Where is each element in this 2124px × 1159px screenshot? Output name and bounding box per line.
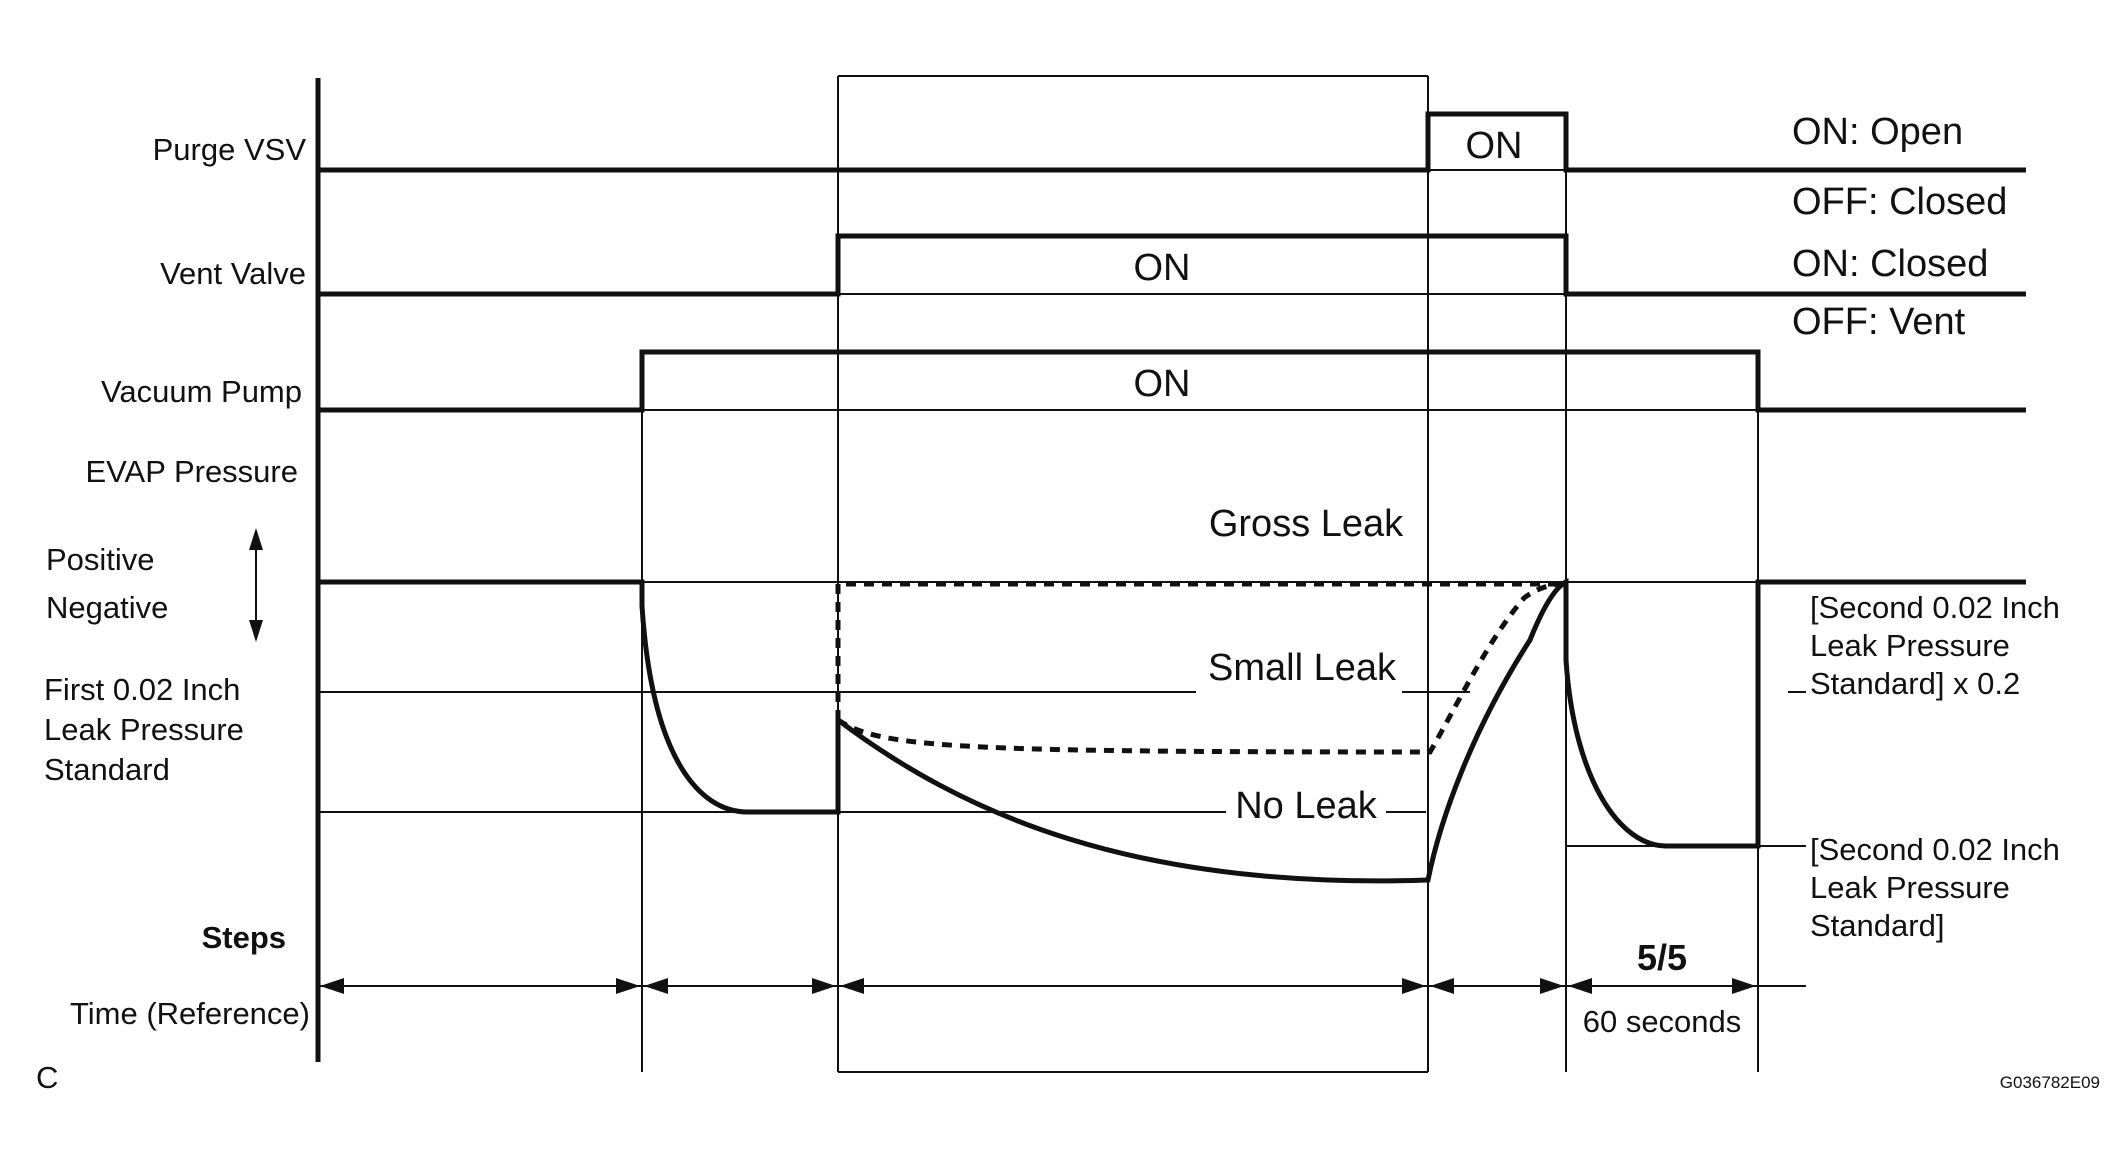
- vent-valve-legend-off: OFF: Vent: [1792, 301, 1966, 343]
- vent-valve-trace: [318, 233, 2026, 297]
- vacuum-pump-trace: [318, 349, 2026, 413]
- vent-valve-label: Vent Valve: [160, 256, 306, 291]
- small-leak-pressure-curve: [836, 581, 1567, 755]
- time-arrows: [320, 978, 1756, 994]
- purge-vsv-on-text: ON: [1466, 125, 1523, 167]
- gross-leak-label: Gross Leak: [1209, 503, 1404, 545]
- positive-label: Positive: [46, 542, 155, 577]
- negative-label: Negative: [46, 590, 168, 625]
- first-standard-line1: First 0.02 Inch: [44, 672, 240, 707]
- purge-vsv-legend-off: OFF: Closed: [1792, 181, 2007, 223]
- first-standard-line3: Standard: [44, 752, 170, 787]
- vent-valve-on-text: ON: [1134, 247, 1191, 289]
- purge-vsv-label: Purge VSV: [153, 132, 307, 167]
- figure-code: G036782E09: [2000, 1073, 2100, 1092]
- first-standard-line2: Leak Pressure: [44, 712, 244, 747]
- figure-letter: C: [36, 1060, 58, 1095]
- gross-leak-pressure-curve: [835, 581, 1566, 720]
- step-duration: 60 seconds: [1583, 1004, 1742, 1039]
- vent-valve-signal: Vent Valve ON ON: Closed OFF: Vent: [160, 233, 2026, 343]
- second-standard-line2: Leak Pressure: [1810, 870, 2010, 905]
- time-reference-label: Time (Reference): [70, 996, 310, 1031]
- vacuum-pump-on-text: ON: [1134, 363, 1191, 405]
- purge-vsv-trace: [318, 111, 2026, 173]
- steps-row: Steps Time (Reference) 5/5 60 seconds: [70, 920, 1806, 1039]
- step-number: 5/5: [1637, 937, 1687, 978]
- small-leak-label: Small Leak: [1208, 647, 1397, 689]
- positive-negative-arrow: [249, 528, 263, 642]
- purge-vsv-legend-on: ON: Open: [1792, 111, 1963, 153]
- second-standard-x02-line2: Leak Pressure: [1810, 628, 2010, 663]
- second-standard-x02-line3: Standard] x 0.2: [1810, 666, 2020, 701]
- second-standard-x02-line1: [Second 0.02 Inch: [1810, 590, 2060, 625]
- second-standard-line3: Standard]: [1810, 908, 1944, 943]
- steps-label: Steps: [202, 920, 286, 955]
- evap-pressure-label: EVAP Pressure: [85, 454, 298, 489]
- step-boundaries: [641, 75, 1759, 1073]
- vacuum-pump-label: Vacuum Pump: [101, 374, 302, 409]
- evap-pressure-section: EVAP Pressure Positive Negative First 0.…: [44, 454, 2060, 943]
- vacuum-pump-signal: Vacuum Pump ON: [101, 349, 2026, 413]
- no-leak-label: No Leak: [1235, 785, 1378, 827]
- second-standard-line1: [Second 0.02 Inch: [1810, 832, 2060, 867]
- vent-valve-legend-on: ON: Closed: [1792, 243, 1988, 285]
- purge-vsv-signal: Purge VSV ON ON: Open OFF: Closed: [153, 111, 2026, 223]
- no-leak-pressure-curve: [318, 577, 2026, 884]
